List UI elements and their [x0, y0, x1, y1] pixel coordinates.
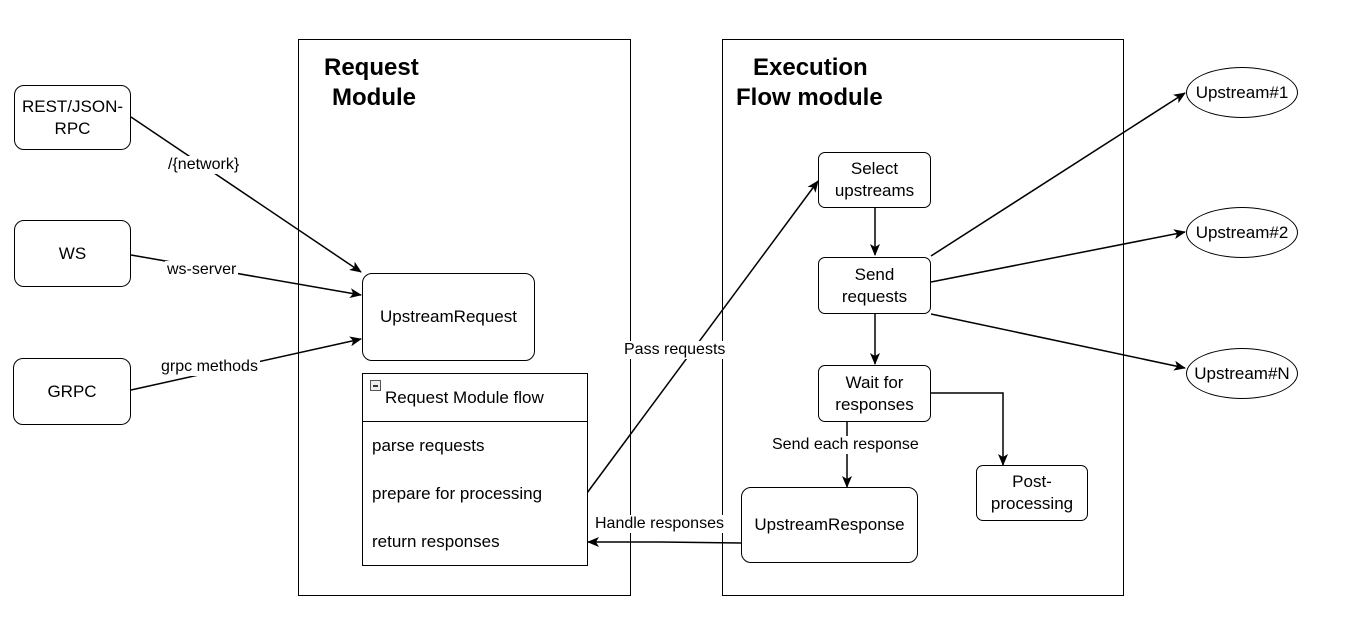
edge-handle-responses [587, 537, 742, 547]
wait-for-responses-node[interactable]: Wait for responses [818, 365, 931, 422]
edge-label-pass-requests: Pass requests [622, 341, 728, 359]
edge-wait-to-post-processing [931, 392, 1008, 466]
request-module-flow-header: Request Module flow [363, 374, 587, 422]
upstream-response-label: UpstreamResponse [754, 515, 905, 534]
request-module-title-line2: Module [332, 84, 416, 111]
execution-module-title-line1: Execution [753, 54, 868, 81]
upstream-n-label: Upstream#N [1194, 363, 1290, 383]
execution-module-title: Execution Flow module [736, 53, 936, 113]
client-rest-json-rpc[interactable]: REST/JSON- RPC [14, 85, 131, 150]
request-module-flow-header-label: Request Module flow [385, 387, 544, 407]
edge-send-to-upstream-n [930, 313, 1186, 371]
send-requests-label: Send requests [841, 264, 908, 306]
client-ws-label: WS [58, 243, 87, 263]
flow-item-parse-requests: parse requests [372, 436, 485, 455]
upstream-1-node[interactable]: Upstream#1 [1186, 67, 1298, 118]
edge-label-handle-responses: Handle responses [593, 515, 726, 533]
edge-send-to-upstream-2 [930, 229, 1186, 283]
post-processing-label: Post- processing [990, 472, 1074, 513]
edge-label-grpc-methods: grpc methods [159, 358, 260, 376]
edge-rest-to-upstream-request [130, 116, 362, 273]
client-rest-label: REST/JSON- RPC [21, 96, 124, 138]
upstream-2-node[interactable]: Upstream#2 [1186, 207, 1298, 258]
upstream-request-label: UpstreamRequest [379, 307, 517, 326]
upstream-n-node[interactable]: Upstream#N [1186, 348, 1298, 399]
edge-label-ws-server: ws-server [165, 261, 239, 279]
send-requests-node[interactable]: Send requests [818, 257, 931, 314]
edge-label-send-each-response: Send each response [770, 436, 921, 454]
edge-send-to-upstream-1 [930, 92, 1186, 257]
execution-module-container [722, 39, 1124, 596]
request-module-title-line1: Request [324, 54, 419, 81]
post-processing-node[interactable]: Post- processing [976, 465, 1088, 521]
request-module-title: Request Module [324, 53, 524, 113]
upstream-response-node[interactable]: UpstreamResponse [741, 487, 918, 563]
request-module-flow-list[interactable]: Request Module flow parse requests prepa… [362, 373, 588, 566]
upstream-request-node[interactable]: UpstreamRequest [362, 273, 535, 361]
edge-pass-requests [586, 180, 819, 494]
edge-label-network: /{network} [166, 156, 242, 174]
flow-item-prepare-for-processing: prepare for processing [372, 484, 543, 503]
client-grpc[interactable]: GRPC [13, 358, 131, 425]
upstream-2-label: Upstream#2 [1195, 222, 1289, 242]
select-upstreams-node[interactable]: Select upstreams [818, 152, 931, 208]
flow-item-return-responses: return responses [372, 532, 500, 551]
execution-module-title-line2: Flow module [736, 84, 883, 111]
wait-for-responses-label: Wait for responses [835, 372, 914, 414]
collapse-icon[interactable] [370, 380, 381, 391]
select-upstreams-label: Select upstreams [834, 159, 915, 200]
client-ws[interactable]: WS [14, 220, 131, 287]
upstream-1-label: Upstream#1 [1195, 82, 1289, 102]
client-grpc-label: GRPC [47, 381, 97, 401]
request-module-container [298, 39, 631, 596]
